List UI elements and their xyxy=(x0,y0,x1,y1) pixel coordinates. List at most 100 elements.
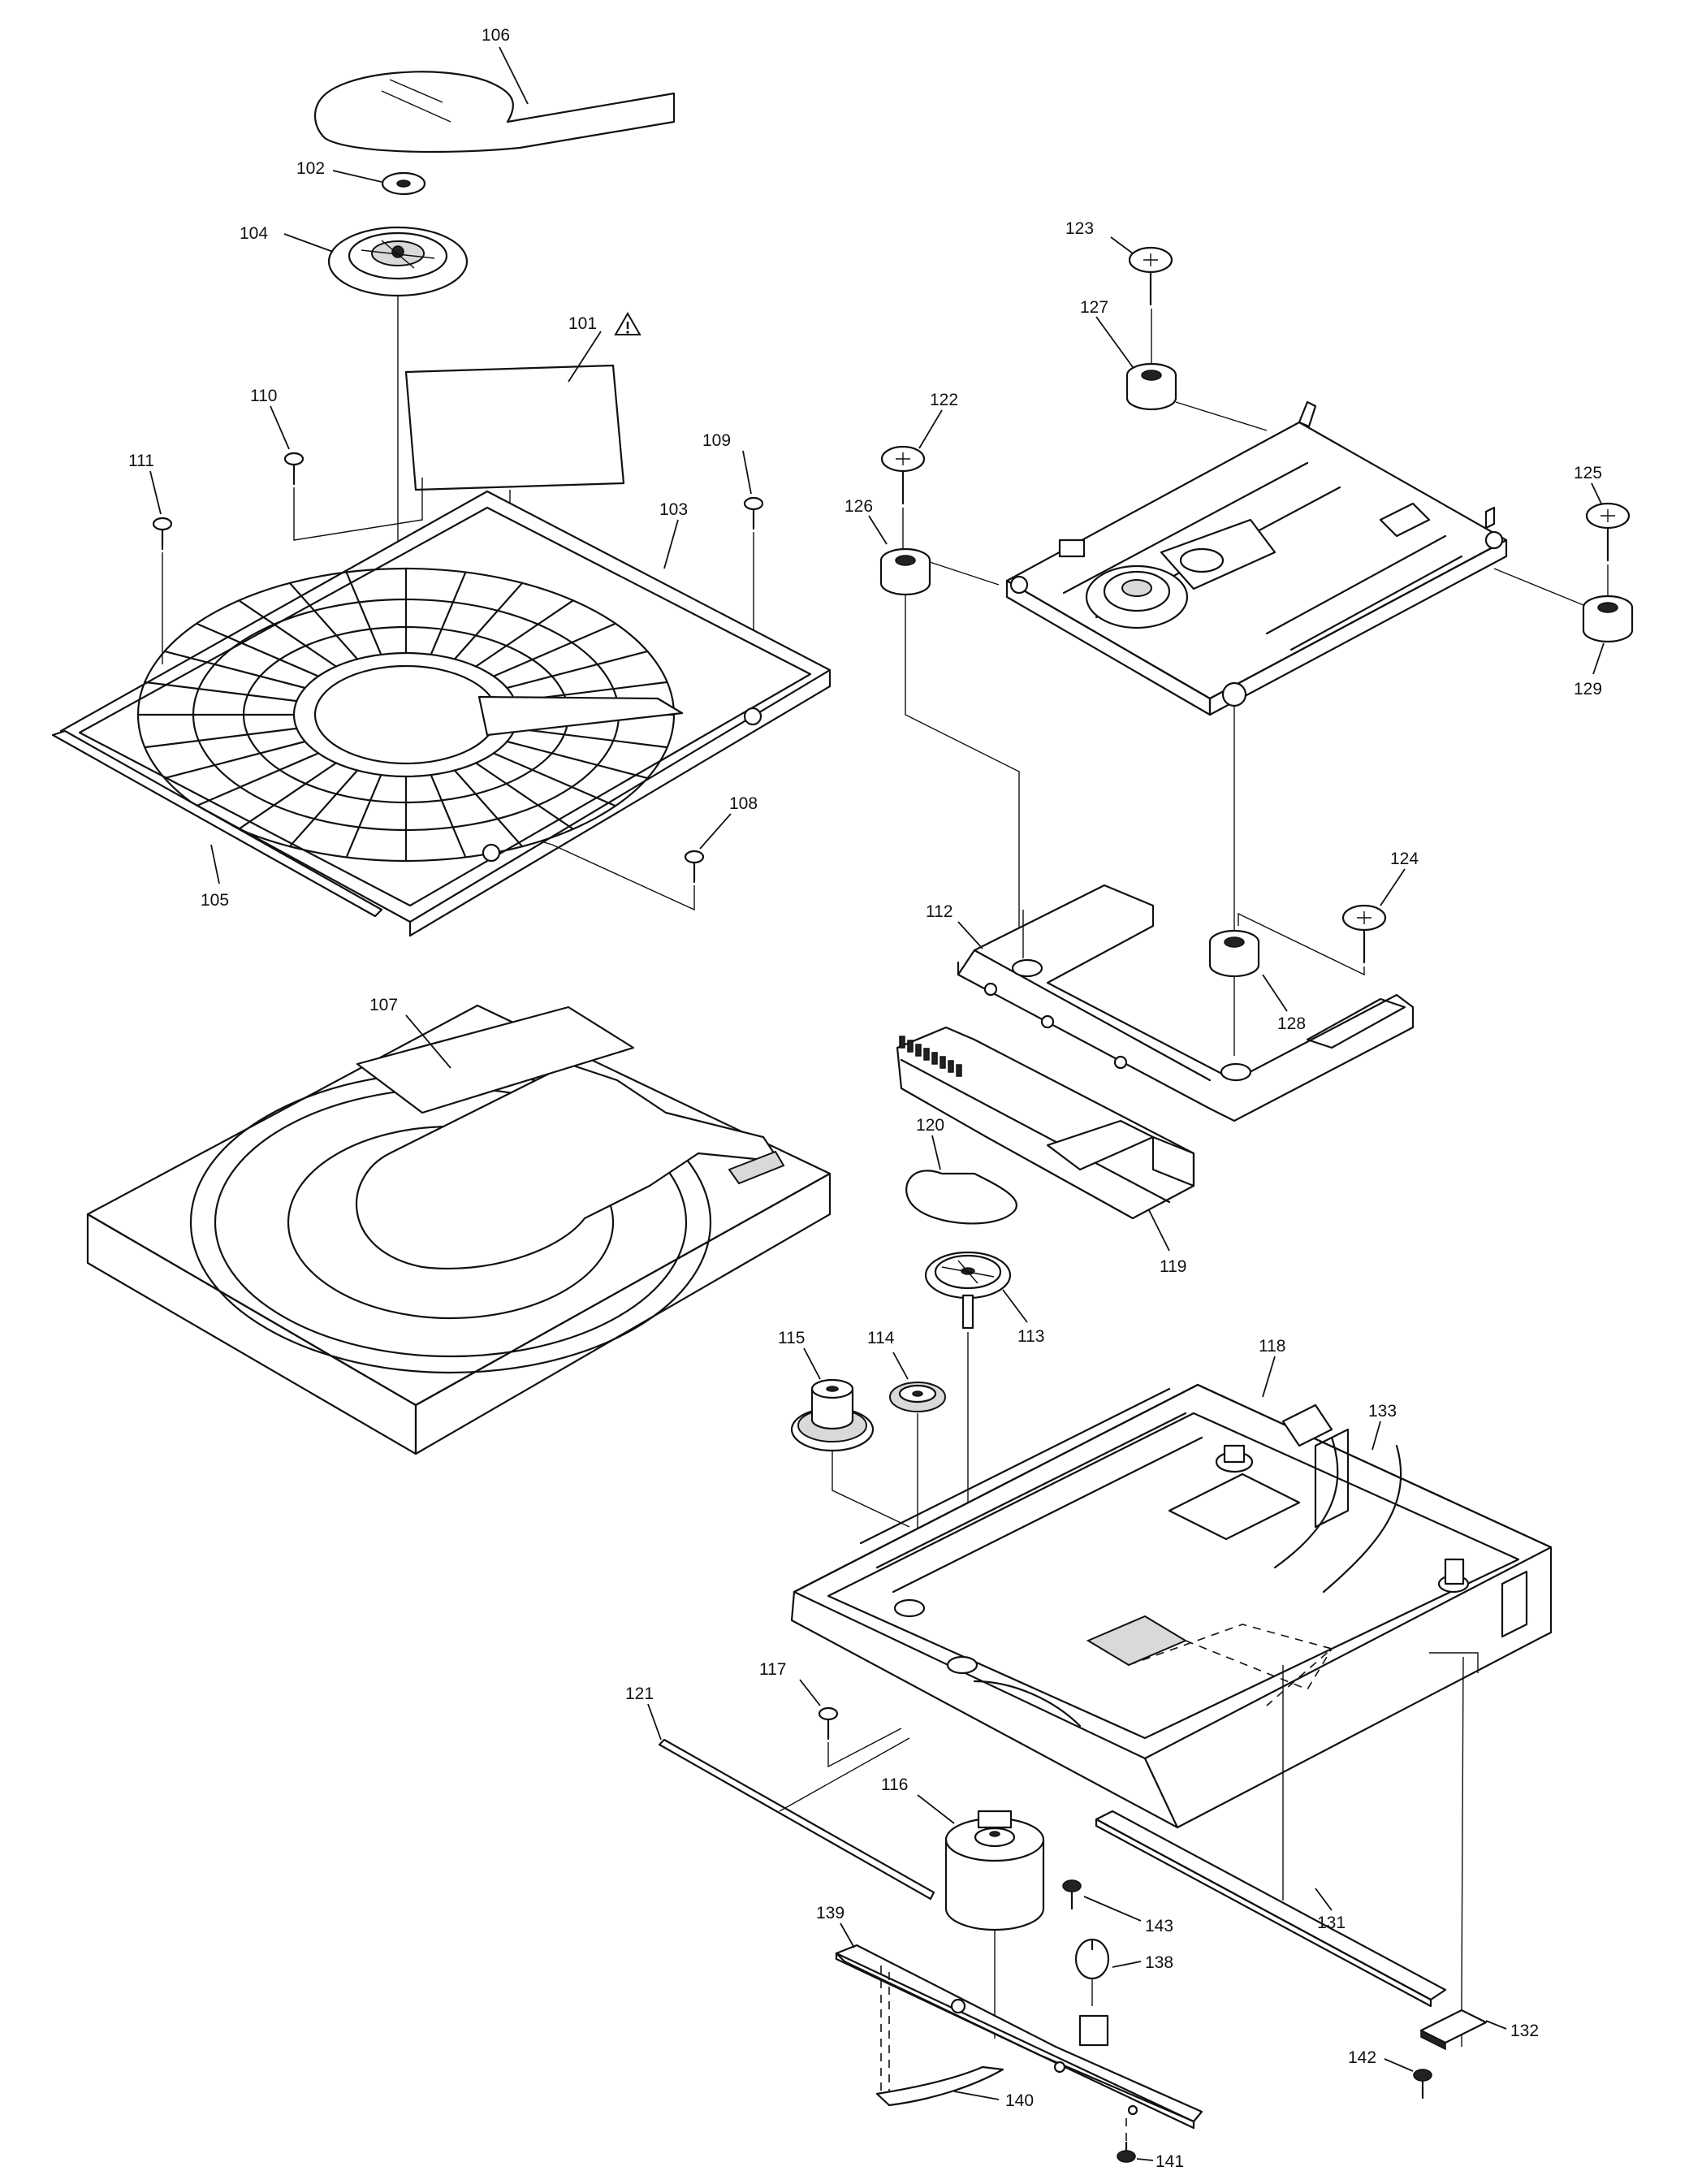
tray-rib xyxy=(492,752,617,807)
callout-126: 126 xyxy=(844,497,873,516)
tray-rib xyxy=(288,769,359,848)
warning-triangle-icon xyxy=(614,311,641,335)
tray-rib xyxy=(163,740,306,780)
callout-118: 118 xyxy=(1259,1337,1285,1356)
part-143-screw xyxy=(1062,1879,1082,1910)
callout-139: 139 xyxy=(816,1904,844,1922)
part-117-screw xyxy=(818,1706,839,1741)
part-112-traverse-frame xyxy=(957,884,1415,1122)
rack-tooth xyxy=(899,1036,905,1049)
callout-102: 102 xyxy=(296,159,325,178)
rack-tooth xyxy=(923,1048,930,1061)
part-124-screw xyxy=(1341,904,1387,964)
rack-tooth xyxy=(915,1044,922,1057)
rack-tooth xyxy=(907,1040,914,1053)
callout-117: 117 xyxy=(759,1660,786,1679)
callout-113: 113 xyxy=(1017,1327,1044,1346)
part-120-belt xyxy=(905,1170,1017,1225)
part-138-switch xyxy=(1074,1938,1110,2006)
tray-rib xyxy=(492,622,617,677)
callout-111: 111 xyxy=(128,452,154,470)
rack-tooth xyxy=(956,1064,962,1077)
part-122-screw xyxy=(880,445,926,505)
callout-119: 119 xyxy=(1160,1257,1186,1276)
tray-rib xyxy=(474,599,574,668)
rack-tooth xyxy=(940,1056,946,1069)
part-103-tray xyxy=(59,490,832,937)
tray-rib xyxy=(514,727,668,749)
callout-109: 109 xyxy=(702,431,731,450)
tray-rib xyxy=(430,773,467,858)
callout-142: 142 xyxy=(1348,2048,1376,2067)
tray-rib xyxy=(238,762,338,830)
callout-108: 108 xyxy=(729,794,758,813)
callout-125: 125 xyxy=(1574,464,1602,482)
callout-132: 132 xyxy=(1510,2022,1539,2040)
callout-141: 141 xyxy=(1156,2152,1184,2171)
part-133-flex-cable xyxy=(1273,1436,1402,1594)
callout-124: 124 xyxy=(1390,850,1419,868)
callout-116: 116 xyxy=(881,1775,908,1794)
rack-tooth xyxy=(931,1052,938,1065)
part-118-chassis xyxy=(790,1383,1553,1829)
part-106-sheet xyxy=(314,71,676,154)
tray-rib xyxy=(195,622,320,677)
tray-rib xyxy=(474,762,574,830)
part-101-label xyxy=(404,364,625,491)
callout-127: 127 xyxy=(1080,298,1108,317)
callout-143: 143 xyxy=(1145,1917,1173,1935)
callout-103: 103 xyxy=(659,500,688,519)
tray-rib xyxy=(453,582,524,660)
part-116-motor xyxy=(944,1810,1045,1931)
callout-101: 101 xyxy=(568,314,597,333)
part-128-damper xyxy=(1208,929,1260,978)
tray-rib xyxy=(144,727,298,749)
part-121-strip xyxy=(658,1738,935,1901)
part-108-screw xyxy=(684,850,705,884)
tray-rib xyxy=(430,571,467,656)
callout-114: 114 xyxy=(867,1329,895,1347)
part-107-drawer-tray xyxy=(86,1004,832,1455)
rack-tooth xyxy=(948,1060,954,1073)
part-104-turntable xyxy=(327,226,469,297)
tray-rib xyxy=(195,752,320,807)
part-102-washer xyxy=(381,171,426,196)
callout-106: 106 xyxy=(482,26,510,45)
tray-rib xyxy=(238,599,338,668)
part-125-screw xyxy=(1585,502,1631,562)
callout-121: 121 xyxy=(625,1684,654,1703)
part-129-damper xyxy=(1582,595,1634,643)
callout-122: 122 xyxy=(930,391,958,409)
callout-133: 133 xyxy=(1368,1402,1397,1421)
callout-120: 120 xyxy=(916,1116,944,1135)
callout-138: 138 xyxy=(1145,1953,1173,1972)
callout-105: 105 xyxy=(201,891,229,910)
part-110-screw xyxy=(283,452,305,486)
part-126-damper xyxy=(879,547,931,596)
callout-labels: 106 102 104 101 110 111 109 103 108 105 … xyxy=(128,26,1602,2171)
callout-129: 129 xyxy=(1574,680,1602,698)
callout-112: 112 xyxy=(926,902,952,921)
callout-104: 104 xyxy=(240,224,268,243)
tray-rib xyxy=(506,650,649,690)
tray-rib xyxy=(288,582,359,660)
part-115-gear xyxy=(790,1378,875,1452)
tray-rib xyxy=(345,773,382,858)
callout-131: 131 xyxy=(1317,1914,1346,1932)
part-optical-pickup-base xyxy=(1005,400,1508,716)
part-114-gear xyxy=(889,1382,946,1412)
tray-rib xyxy=(506,740,649,780)
tray-rib xyxy=(345,571,382,656)
tray-rib xyxy=(163,650,306,690)
part-123-screw xyxy=(1128,246,1173,306)
part-131-bracket xyxy=(1095,1810,1447,2008)
tray-rib xyxy=(453,769,524,848)
part-141-screw xyxy=(1117,2141,1136,2163)
part-105-strip xyxy=(51,729,383,918)
part-111-screw xyxy=(152,517,173,551)
part-119-slider xyxy=(896,1026,1195,1220)
callout-110: 110 xyxy=(250,387,277,405)
callout-128: 128 xyxy=(1277,1014,1306,1033)
callout-115: 115 xyxy=(778,1329,805,1347)
